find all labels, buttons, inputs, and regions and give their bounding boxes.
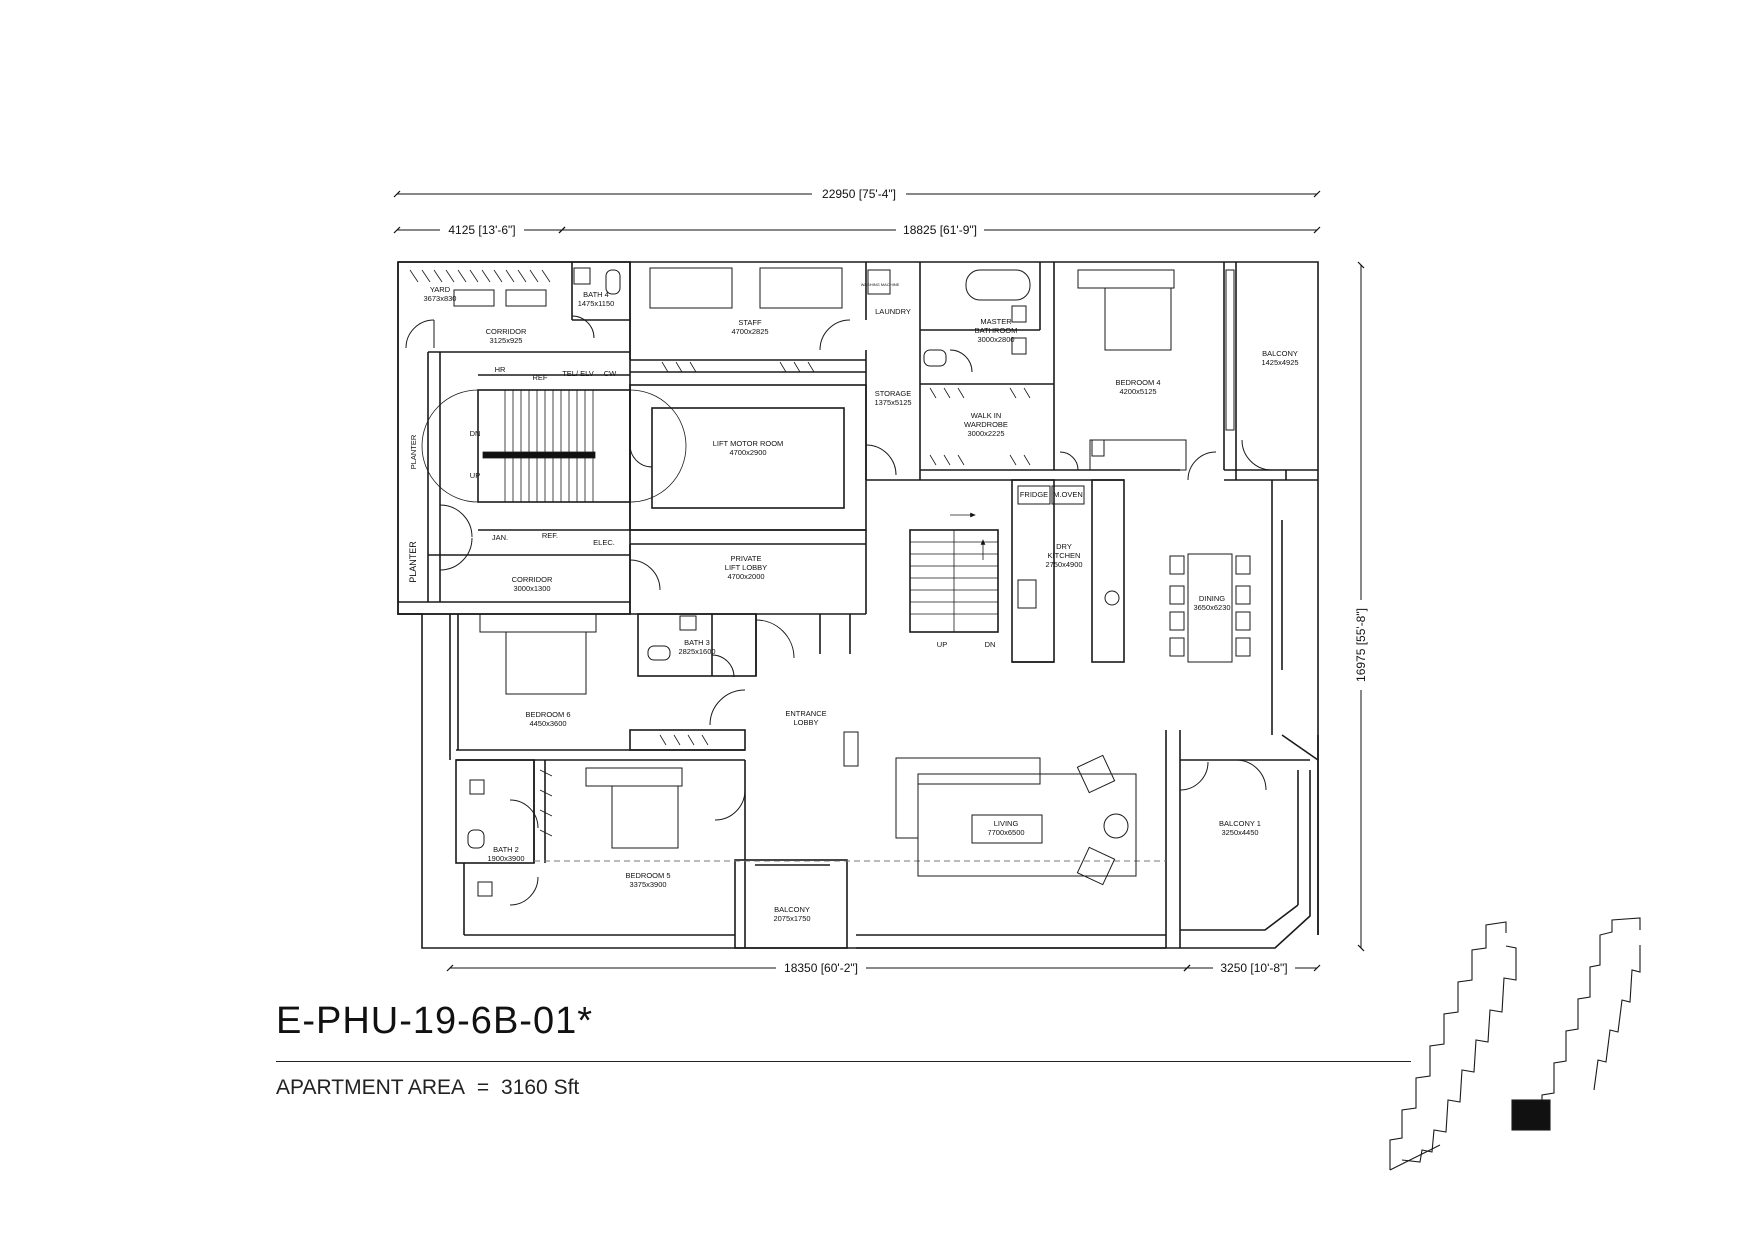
label-entrance-1: ENTRANCE bbox=[785, 709, 826, 718]
label-main-up: UP bbox=[937, 640, 947, 649]
label-stair-up: UP bbox=[470, 471, 480, 480]
key-plan bbox=[1389, 917, 1641, 1171]
dim-overall-width: 22950 [75'-4"] bbox=[822, 187, 896, 201]
label-laundry: LAUNDRY bbox=[875, 307, 911, 316]
label-dry-kitchen-2: KITCHEN bbox=[1048, 551, 1081, 560]
size-storage: 1375x5125 bbox=[874, 398, 911, 407]
label-bath3: BATH 3 bbox=[684, 638, 710, 647]
size-balcony-top: 1425x4925 bbox=[1261, 358, 1298, 367]
fixture-labels: HR REF TEL/ ELV CW REF. JAN. ELEC. FRIDG… bbox=[408, 282, 1083, 649]
label-living: LIVING bbox=[994, 819, 1019, 828]
dim-overall-height: 16975 [55'-8"] bbox=[1354, 608, 1368, 682]
walls bbox=[397, 261, 1319, 949]
label-main-dn: DN bbox=[985, 640, 996, 649]
label-storage: STORAGE bbox=[875, 389, 912, 398]
size-bath2: 1900x3900 bbox=[487, 854, 524, 863]
label-master-bath-1: MASTER bbox=[980, 317, 1012, 326]
dim-bottom-left: 18350 [60'-2"] bbox=[784, 961, 858, 975]
size-corridor-bottom: 3000x1300 bbox=[513, 584, 550, 593]
area-equals: = bbox=[476, 1076, 490, 1099]
label-lift-motor: LIFT MOTOR ROOM bbox=[713, 439, 784, 448]
label-bath2: BATH 2 bbox=[493, 845, 519, 854]
label-private-lift-1: PRIVATE bbox=[731, 554, 762, 563]
label-staff: STAFF bbox=[738, 318, 762, 327]
size-private-lift: 4700x2000 bbox=[727, 572, 764, 581]
label-stair-dn: DN bbox=[470, 429, 481, 438]
label-balcony-bottom: BALCONY bbox=[774, 905, 810, 914]
main-staircase bbox=[910, 512, 998, 632]
label-jan: JAN. bbox=[492, 533, 508, 542]
door-swings bbox=[405, 315, 1273, 906]
furniture bbox=[453, 267, 1251, 897]
label-balcony-top: BALCONY bbox=[1262, 349, 1298, 358]
unit-code-title: E-PHU-19-6B-01* bbox=[276, 1000, 593, 1042]
label-dining: DINING bbox=[1199, 594, 1225, 603]
area-value: 3160 Sft bbox=[501, 1076, 580, 1099]
size-yard: 3673x830 bbox=[424, 294, 457, 303]
label-ref-top: REF bbox=[533, 373, 548, 382]
size-staff: 4700x2825 bbox=[731, 327, 768, 336]
size-balcony1: 3250x4450 bbox=[1221, 828, 1258, 837]
size-bedroom5: 3375x3900 bbox=[629, 880, 666, 889]
label-master-bath-2: BATHROOM bbox=[975, 326, 1018, 335]
label-cw: CW bbox=[604, 369, 617, 378]
label-dry-kitchen-1: DRY bbox=[1056, 542, 1072, 551]
label-yard: YARD bbox=[430, 285, 451, 294]
label-elec: ELEC. bbox=[593, 538, 615, 547]
label-corridor-top: CORRIDOR bbox=[486, 327, 527, 336]
label-bedroom4: BEDROOM 4 bbox=[1115, 378, 1160, 387]
size-master-bath: 3000x2800 bbox=[977, 335, 1014, 344]
size-bath3: 2825x1600 bbox=[678, 647, 715, 656]
size-dry-kitchen: 2750x4900 bbox=[1045, 560, 1082, 569]
label-balcony1: BALCONY 1 bbox=[1219, 819, 1261, 828]
size-dining: 3650x6230 bbox=[1193, 603, 1230, 612]
label-bath4: BATH 4 bbox=[583, 290, 609, 299]
apartment-area: APARTMENT AREA = 3160 Sft bbox=[276, 1076, 585, 1100]
label-washer: WASHING MACHINE bbox=[861, 282, 900, 287]
label-tel-elv: TEL/ ELV bbox=[562, 369, 594, 378]
label-corridor-bottom: CORRIDOR bbox=[512, 575, 553, 584]
label-bedroom6: BEDROOM 6 bbox=[525, 710, 570, 719]
dim-bottom-right: 3250 [10'-8"] bbox=[1220, 961, 1287, 975]
size-balcony-bottom: 2075x1750 bbox=[773, 914, 810, 923]
label-entrance-2: LOBBY bbox=[793, 718, 818, 727]
label-private-lift-2: LIFT LOBBY bbox=[725, 563, 767, 572]
size-bedroom4: 4200x5125 bbox=[1119, 387, 1156, 396]
area-label: APARTMENT AREA bbox=[276, 1076, 466, 1099]
size-walkin: 3000x2225 bbox=[967, 429, 1004, 438]
wardrobe-hatching bbox=[409, 269, 1031, 837]
label-walkin-2: WARDROBE bbox=[964, 420, 1008, 429]
dim-top-right: 18825 [61'-9"] bbox=[903, 223, 977, 237]
label-m-oven: M.OVEN bbox=[1053, 490, 1083, 499]
label-planter-bottom: PLANTER bbox=[408, 541, 418, 583]
size-corridor-top: 3125x925 bbox=[490, 336, 523, 345]
size-lift-motor: 4700x2900 bbox=[729, 448, 766, 457]
label-walkin-1: WALK IN bbox=[971, 411, 1002, 420]
room-labels: YARD 3673x830 BATH 4 1475x1150 STAFF 470… bbox=[424, 285, 1299, 923]
size-bath4: 1475x1150 bbox=[578, 299, 615, 308]
label-hr: HR bbox=[495, 365, 506, 374]
label-planter-top: PLANTER bbox=[409, 434, 418, 469]
size-living: 7700x6500 bbox=[987, 828, 1024, 837]
label-fridge: FRIDGE bbox=[1020, 490, 1048, 499]
label-ref-bottom: REF. bbox=[542, 531, 558, 540]
label-bedroom5: BEDROOM 5 bbox=[625, 871, 670, 880]
core-staircase bbox=[421, 389, 687, 503]
size-bedroom6: 4450x3600 bbox=[529, 719, 566, 728]
title-divider bbox=[276, 1061, 1411, 1062]
dim-top-left: 4125 [13'-6"] bbox=[448, 223, 515, 237]
